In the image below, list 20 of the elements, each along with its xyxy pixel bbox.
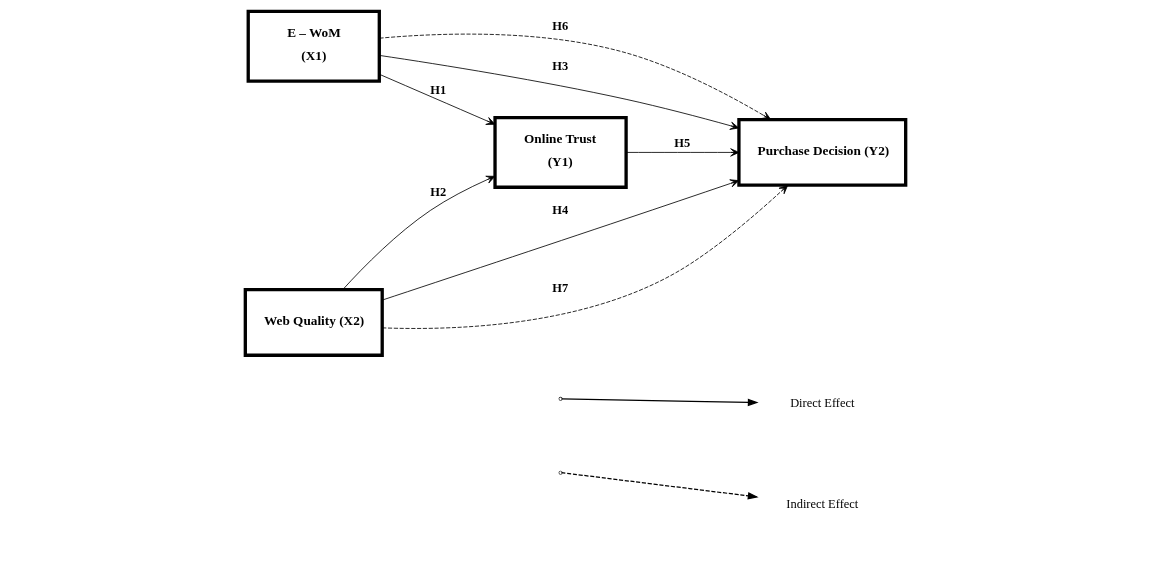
edge-label: H7 (552, 280, 569, 295)
edge-label: H1 (430, 83, 447, 98)
node-box: Web Quality (X2) (243, 288, 384, 357)
legend-label: Indirect Effect (786, 496, 859, 511)
node-box: Online Trust (Y1) (493, 115, 628, 189)
node-box: Purchase Decision (Y2) (737, 118, 908, 187)
arrow (378, 55, 740, 130)
arrow (379, 33, 772, 120)
edge-label: H4 (552, 202, 569, 217)
arrow (381, 179, 740, 301)
arrow (381, 184, 789, 329)
legend-label: Direct Effect (790, 395, 855, 410)
arrow (378, 73, 496, 125)
edge-label: H6 (552, 18, 569, 33)
arrow (625, 148, 740, 157)
edge-label: H3 (552, 59, 569, 74)
arrow (342, 175, 496, 291)
edge-label: H2 (430, 184, 447, 199)
edge-label: H5 (674, 136, 691, 151)
node-box: E – WoM (X1) (246, 9, 381, 83)
